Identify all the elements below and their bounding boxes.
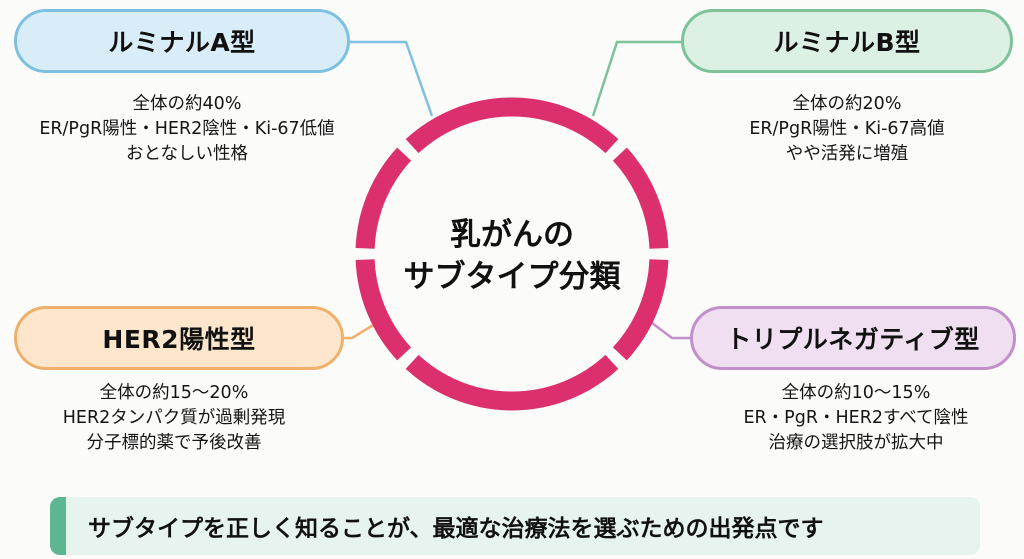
subtype-name: HER2陽性型: [102, 325, 256, 354]
subtype-name: ルミナルA型: [108, 28, 256, 57]
desc-line: 分子標的薬で予後改善: [86, 433, 262, 453]
subtype-desc-her2: 全体の約15〜20% HER2タンパク質が過剰発現 分子標的薬で予後改善: [0, 381, 348, 456]
center-title-line: サブタイプ分類: [403, 259, 621, 295]
connector-her2: [344, 322, 376, 340]
subtype-pill-luminal-b: ルミナルB型: [681, 9, 1013, 73]
subtype-pill-luminal-a: ルミナルA型: [14, 9, 350, 73]
subtype-desc-triple-negative: 全体の約10〜15% ER・PgR・HER2すべて陰性 治療の選択肢が拡大中: [706, 381, 1006, 456]
ring-segment: [612, 259, 669, 361]
center-title: 乳がんの サブタイプ分類: [392, 214, 632, 298]
banner-text: サブタイプを正しく知ることが、最適な治療法を選ぶための出発点です: [88, 516, 824, 542]
desc-line: おとなしい性格: [126, 144, 248, 164]
banner-accent-bar: [50, 497, 66, 555]
ring-segment: [612, 147, 669, 249]
ring-segment: [355, 147, 412, 249]
desc-line: ER/PgR陽性・HER2陰性・Ki-67低値: [39, 119, 335, 139]
subtype-pill-her2: HER2陽性型: [14, 306, 344, 370]
connector-luminal-a: [350, 40, 434, 117]
subtype-name: ルミナルB型: [773, 28, 921, 57]
connector-triple-negative: [651, 322, 690, 340]
desc-line: 全体の約40%: [132, 94, 242, 114]
subtype-desc-luminal-a: 全体の約40% ER/PgR陽性・HER2陰性・Ki-67低値 おとなしい性格: [0, 92, 374, 167]
subtype-name: トリプルネガティブ型: [726, 325, 980, 354]
ring-segment: [405, 354, 619, 411]
summary-banner: サブタイプを正しく知ることが、最適な治療法を選ぶための出発点です: [50, 497, 980, 555]
desc-line: 全体の約15〜20%: [99, 383, 249, 403]
desc-line: HER2タンパク質が過剰発現: [62, 408, 286, 428]
subtype-desc-luminal-b: 全体の約20% ER/PgR陽性・Ki-67高値 やや活発に増殖: [694, 92, 1000, 167]
ring-segment: [355, 259, 412, 361]
desc-line: ER・PgR・HER2すべて陰性: [743, 408, 969, 428]
subtype-pill-triple-negative: トリプルネガティブ型: [690, 306, 1016, 370]
desc-line: やや活発に増殖: [785, 144, 909, 164]
desc-line: ER/PgR陽性・Ki-67高値: [749, 119, 945, 139]
desc-line: 全体の約20%: [792, 94, 902, 114]
desc-line: 全体の約10〜15%: [781, 383, 931, 403]
center-title-line: 乳がんの: [450, 217, 574, 253]
ring-segment: [405, 97, 619, 154]
connector-luminal-b: [591, 40, 681, 117]
subtype-ring: [355, 97, 669, 411]
desc-line: 治療の選択肢が拡大中: [768, 433, 944, 453]
